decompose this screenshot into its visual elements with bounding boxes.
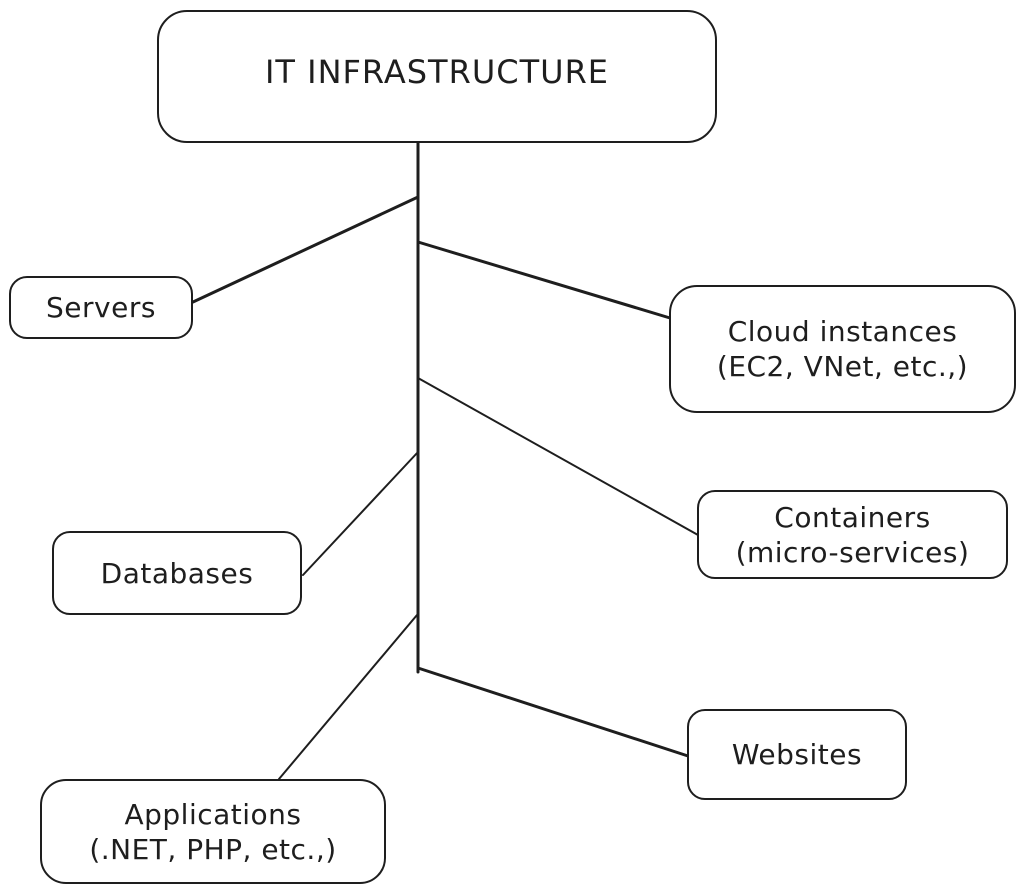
node-applications[interactable]: Applications (.NET, PHP, etc.,) [40, 779, 386, 884]
root-node-label: IT INFRASTRUCTURE [264, 53, 610, 91]
edge-databases [302, 451, 419, 576]
node-servers-label: Servers [46, 291, 156, 324]
node-websites[interactable]: Websites [687, 709, 907, 800]
edge-servers [191, 195, 420, 304]
root-node-it-infrastructure[interactable]: IT INFRASTRUCTURE [157, 10, 717, 143]
node-containers-title: Containers [774, 500, 931, 534]
edge-containers [417, 377, 699, 536]
node-containers[interactable]: Containers (micro-services) [697, 490, 1008, 579]
node-cloud-instances[interactable]: Cloud instances (EC2, VNet, etc.,) [669, 285, 1016, 413]
node-websites-label: Websites [731, 738, 863, 771]
node-containers-subtitle: (micro-services) [735, 535, 970, 569]
node-applications-title: Applications [124, 797, 302, 831]
edge-websites [416, 666, 690, 758]
edge-applications [278, 614, 418, 780]
node-applications-subtitle: (.NET, PHP, etc.,) [89, 832, 337, 866]
node-databases-label: Databases [100, 556, 254, 590]
node-databases[interactable]: Databases [52, 531, 302, 615]
node-cloud-instances-title: Cloud instances [727, 315, 958, 348]
node-servers[interactable]: Servers [9, 276, 193, 339]
node-cloud-instances-subtitle: (EC2, VNet, etc.,) [716, 350, 969, 383]
edge-cloud-instances [416, 240, 672, 320]
